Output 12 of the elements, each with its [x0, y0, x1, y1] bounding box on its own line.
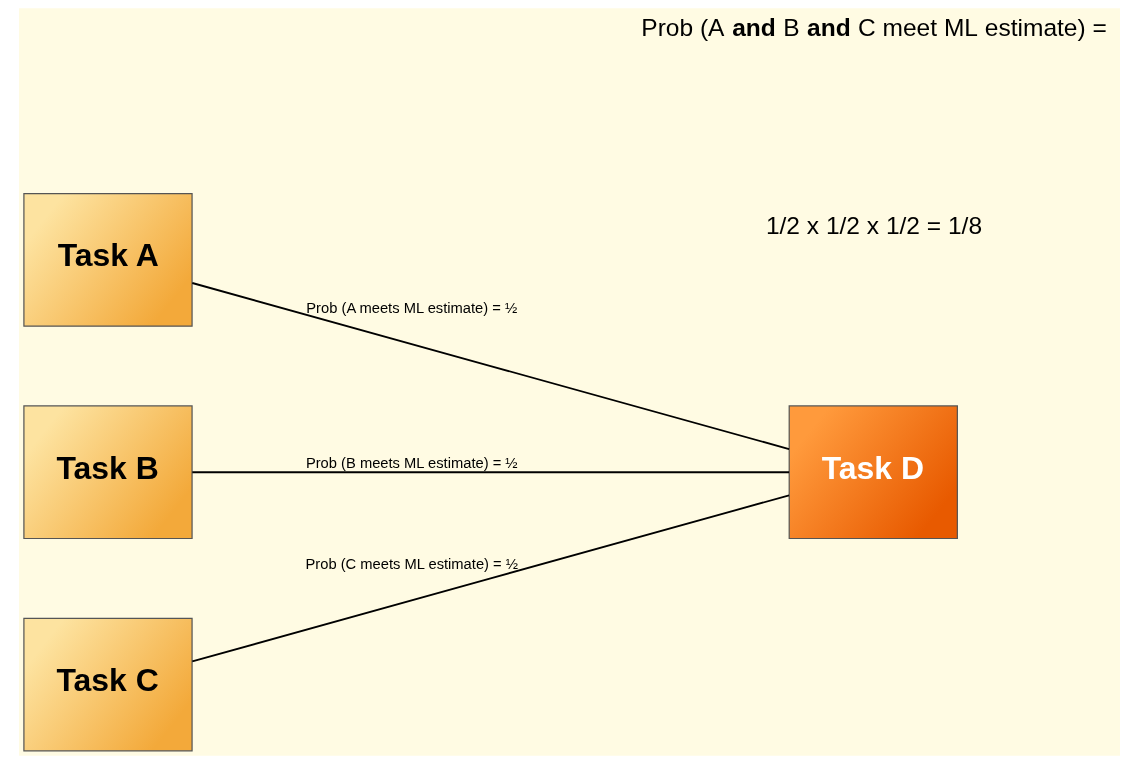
label: 1/2 x 1/2 x 1/2 = 1/8: [765, 212, 983, 240]
node-box: Task A: [23, 192, 193, 327]
label: Prob (A and B and C meet ML estimate) =: [641, 14, 1107, 42]
node-box: Task C: [23, 617, 193, 752]
node-box: Task B: [23, 405, 193, 540]
edge-label: Prob (A meets ML estimate) = ½: [306, 300, 518, 317]
connector: [191, 494, 790, 663]
connector: [191, 282, 790, 451]
edge-label: Prob (B meets ML estimate) = ½: [305, 455, 518, 472]
edge-label: Prob (C meets ML estimate) = ½: [305, 555, 519, 572]
node-box: Task D: [788, 405, 958, 540]
connector: [191, 471, 790, 474]
